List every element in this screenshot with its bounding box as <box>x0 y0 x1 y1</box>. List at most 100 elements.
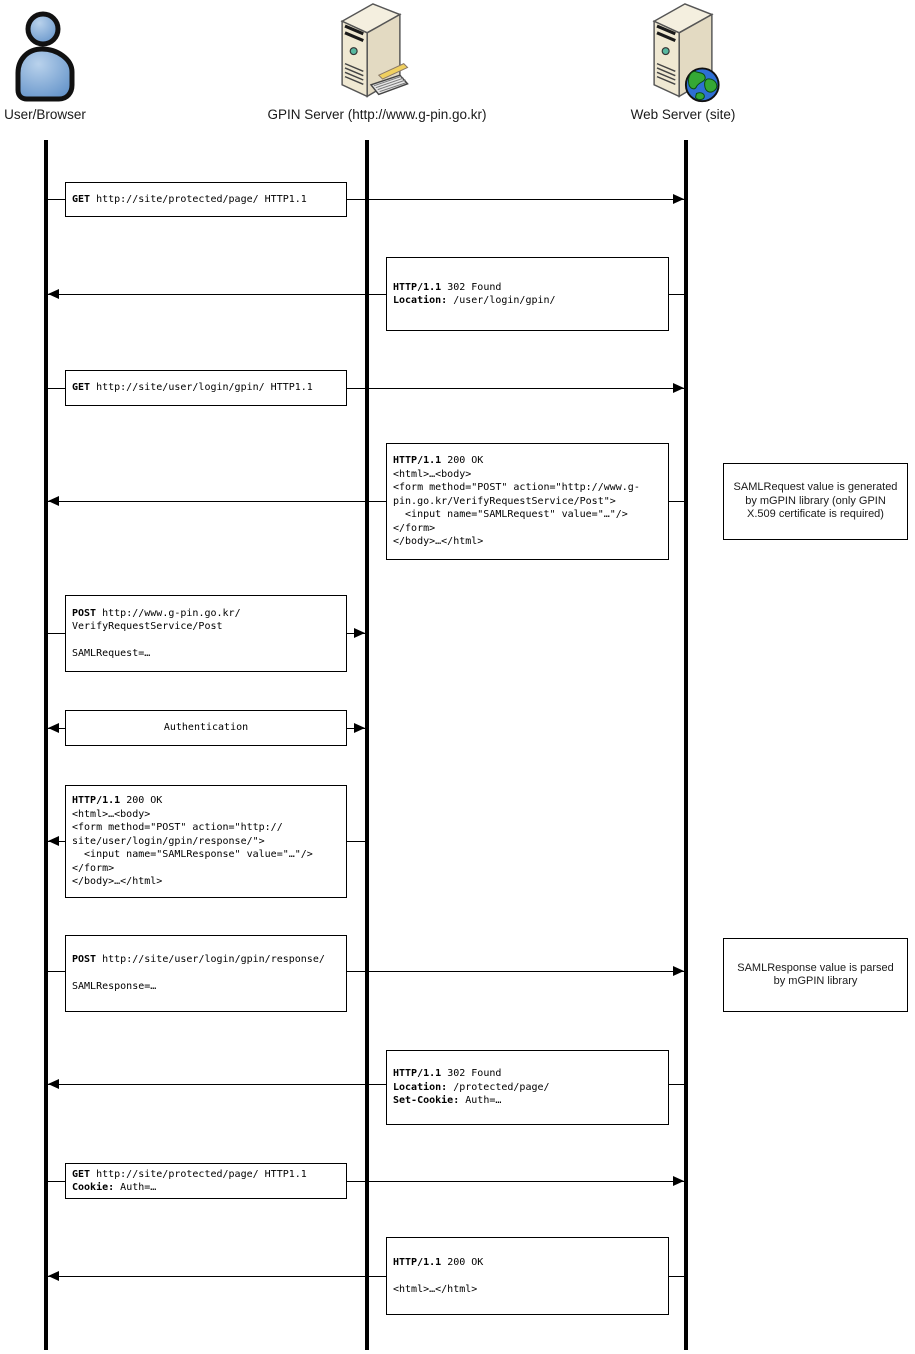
message-text-line: GET http://site/protected/page/ HTTP1.1 <box>72 193 340 207</box>
message-text-line: HTTP/1.1 302 Found <box>393 281 662 295</box>
arrowhead-right-icon <box>673 966 684 976</box>
message-text-segment: Location: <box>393 295 448 306</box>
message-text-segment: 200 OK <box>120 795 163 807</box>
message-text-line: VerifyRequestService/Post <box>72 620 340 634</box>
message-text-segment: HTTP/1.1 <box>72 795 121 807</box>
message-text-line <box>72 967 340 981</box>
message-text-segment: </form> <box>72 862 115 874</box>
message-text-line: </body>…</html> <box>393 535 662 549</box>
message-text-line <box>393 1269 662 1283</box>
arrowhead-right-icon <box>354 723 365 733</box>
message-text-segment: http://site/protected/page/ HTTP1.1 <box>90 193 307 205</box>
message-box-m6: Authentication <box>65 710 347 746</box>
actor-user <box>12 8 78 102</box>
message-text-segment: <form method="POST" action="http:// <box>72 822 283 834</box>
message-box-m7: HTTP/1.1 200 OK<html>…<body> <form method… <box>65 785 347 898</box>
message-text-segment: 302 Found <box>441 281 502 293</box>
actor-web-server <box>645 2 721 106</box>
message-box-m4: HTTP/1.1 200 OK<html>…<body> <form method… <box>386 443 669 560</box>
message-text-segment: <form method="POST" action="http://www.g… <box>393 482 640 494</box>
message-box-m11: HTTP/1.1 200 OK <html>…</html> <box>386 1237 669 1315</box>
note-text: SAMLResponse value is parsed by mGPIN li… <box>737 961 894 988</box>
arrowhead-left-icon <box>48 1079 59 1089</box>
message-text-line: </body>…</html> <box>72 875 340 889</box>
message-text-line: site/user/login/gpin/response/"> <box>72 835 340 849</box>
lifeline-gpin <box>365 140 369 1350</box>
message-text-line: <form method="POST" action="http://www.g… <box>393 481 662 495</box>
message-text-segment: GET <box>72 1168 91 1180</box>
message-text-line: HTTP/1.1 200 OK <box>393 454 662 468</box>
message-line <box>48 632 65 634</box>
actor-label-user: User/Browser <box>4 107 86 122</box>
message-text-segment: <html>…</html> <box>393 1283 478 1295</box>
message-text-line: HTTP/1.1 200 OK <box>393 1256 662 1270</box>
note-text: SAMLRequest value is generated by mGPIN … <box>733 481 898 521</box>
message-text-line: SAMLRequest=… <box>72 647 340 661</box>
message-text-segment: Location: <box>393 1081 448 1093</box>
message-box-m3: GET http://site/user/login/gpin/ HTTP1.1 <box>65 370 347 406</box>
message-text-line: pin.go.kr/VerifyRequestService/Post"> <box>393 495 662 509</box>
message-line <box>347 198 684 200</box>
note-n1: SAMLRequest value is generated by mGPIN … <box>723 463 908 540</box>
message-text-line: </form> <box>72 862 340 876</box>
message-box-m5: POST http://www.g-pin.go.kr/VerifyReques… <box>65 595 347 672</box>
message-line <box>669 1083 684 1085</box>
message-text-segment: </body>…</html> <box>72 876 163 888</box>
message-text-segment: <html>…<body> <box>72 808 151 820</box>
message-text-segment: <html>…<body> <box>393 468 472 480</box>
person-icon <box>12 11 78 106</box>
message-text-segment: Authentication <box>163 722 249 734</box>
message-text-line: HTTP/1.1 200 OK <box>72 794 340 808</box>
message-text-segment: </body>…</html> <box>393 536 484 548</box>
message-text-line: GET http://site/user/login/gpin/ HTTP1.1 <box>72 381 340 395</box>
message-text-line: <input name="SAMLResponse" value="…"/> <box>72 848 340 862</box>
message-text-segment: Set-Cookie: <box>393 1095 460 1107</box>
message-line <box>347 387 684 389</box>
message-text-line: Set-Cookie: Auth=… <box>393 1094 662 1108</box>
message-text-segment: SAMLResponse=… <box>72 981 157 993</box>
message-line <box>669 293 684 295</box>
message-text-segment: http://site/user/login/gpin/response/ <box>96 954 325 966</box>
message-text-line: <html>…<body> <box>393 468 662 482</box>
message-line <box>48 970 65 972</box>
message-text-segment: http://www.g-pin.go.kr/ <box>96 607 241 619</box>
message-text-segment: Auth=… <box>459 1095 502 1107</box>
message-text-segment: GET <box>72 193 91 205</box>
message-text-line: </form> <box>393 522 662 536</box>
lifeline-user <box>44 140 48 1350</box>
server-globe-icon <box>645 3 721 110</box>
arrowhead-left-icon <box>48 496 59 506</box>
message-text-segment: /user/login/gpin/ <box>447 295 556 306</box>
actor-gpin-server <box>333 2 409 106</box>
server-keyboard-icon <box>333 3 409 110</box>
message-line <box>48 387 65 389</box>
message-text-line: GET http://site/protected/page/ HTTP1.1 <box>72 1168 340 1182</box>
message-text-line: POST http://site/user/login/gpin/respons… <box>72 953 340 967</box>
message-text-line <box>72 634 340 648</box>
message-line <box>347 840 365 842</box>
message-text-segment: http://site/user/login/gpin/ HTTP1.1 <box>90 382 313 394</box>
message-line <box>48 1180 65 1182</box>
message-text-line: Location: /user/login/gpin/ <box>393 294 662 308</box>
arrowhead-left-icon <box>48 836 59 846</box>
message-text-line: POST http://www.g-pin.go.kr/ <box>72 607 340 621</box>
message-text-segment: Auth=… <box>114 1182 157 1193</box>
message-text-segment: 200 OK <box>441 1256 484 1268</box>
message-line <box>48 1275 386 1277</box>
message-text-segment: 200 OK <box>441 455 484 467</box>
arrowhead-left-icon <box>48 289 59 299</box>
message-text-line: HTTP/1.1 302 Found <box>393 1067 662 1081</box>
arrowhead-right-icon <box>354 628 365 638</box>
message-text-segment: 302 Found <box>441 1068 502 1080</box>
message-text-segment: POST <box>72 954 97 966</box>
message-text-segment: <input name="SAMLResponse" value="…"/> <box>72 849 313 861</box>
message-text-line: Authentication <box>164 721 248 735</box>
message-text-segment: HTTP/1.1 <box>393 281 442 293</box>
message-line <box>669 500 684 502</box>
message-text-segment: SAMLRequest=… <box>72 648 151 659</box>
actor-label-web-server: Web Server (site) <box>630 107 736 122</box>
